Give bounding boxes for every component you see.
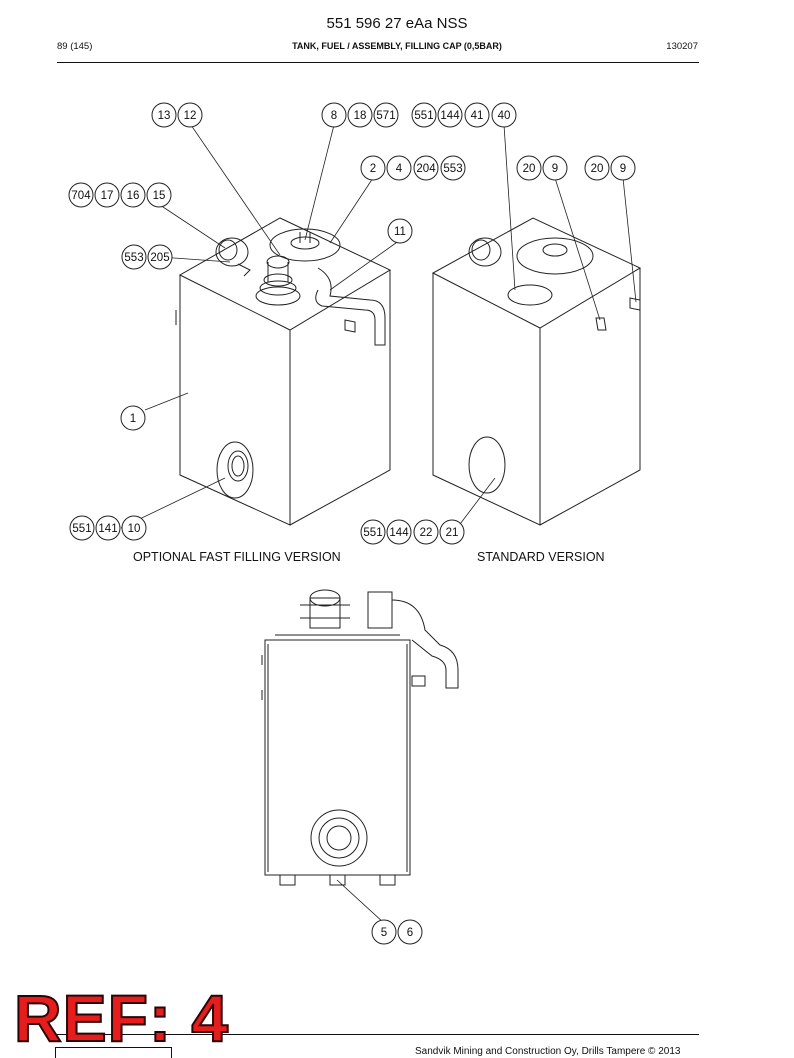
callout-13-12: 13 12: [151, 102, 203, 128]
svg-text:8: 8: [331, 110, 337, 122]
callout-8-18-571: 8 18 571: [321, 102, 399, 128]
part-number: 551 596 27 eAa NSS: [326, 15, 468, 32]
svg-text:204: 204: [416, 163, 436, 175]
svg-text:551: 551: [72, 523, 91, 535]
caption-standard-version: STANDARD VERSION: [477, 550, 605, 564]
svg-text:551: 551: [414, 110, 433, 122]
svg-text:10: 10: [128, 523, 141, 535]
callout-551-144-41-40: 551 144 41 40: [411, 102, 517, 128]
svg-text:704: 704: [71, 190, 91, 202]
svg-text:2: 2: [370, 163, 376, 175]
caption-optional-fast-filling: OPTIONAL FAST FILLING VERSION: [133, 550, 341, 564]
page-title: TANK, FUEL / ASSEMBLY, FILLING CAP (0,5B…: [292, 41, 502, 51]
callout-1: 1: [120, 405, 146, 431]
svg-text:6: 6: [407, 927, 413, 939]
callout-5-6: 5 6: [371, 919, 423, 945]
footer-rule: [57, 1034, 699, 1035]
svg-text:18: 18: [354, 110, 367, 122]
svg-text:41: 41: [471, 110, 484, 122]
leader-lines: [120, 124, 637, 924]
svg-text:5: 5: [381, 927, 387, 939]
standard-tank: [431, 217, 642, 526]
svg-text:20: 20: [591, 163, 604, 175]
ref-stamp: REF: 4: [13, 981, 230, 1055]
svg-text:15: 15: [153, 190, 166, 202]
svg-text:144: 144: [440, 110, 460, 122]
svg-text:22: 22: [420, 527, 433, 539]
callout-20-9-b: 20 9: [584, 155, 636, 181]
svg-text:553: 553: [443, 163, 462, 175]
svg-text:13: 13: [158, 110, 171, 122]
svg-text:4: 4: [396, 163, 403, 175]
fast-filling-tank: [175, 217, 392, 526]
side-view-tank: [261, 589, 459, 886]
callout-704-17-16-15: 704 17 16 15: [68, 182, 172, 208]
svg-text:141: 141: [98, 523, 117, 535]
svg-text:16: 16: [127, 190, 140, 202]
svg-text:40: 40: [498, 110, 511, 122]
document-date: 130207: [666, 41, 698, 52]
svg-text:553: 553: [124, 252, 143, 264]
callout-551-141-10: 551 141 10: [69, 515, 147, 541]
header-rule: [57, 62, 699, 63]
svg-text:9: 9: [552, 163, 558, 175]
svg-text:11: 11: [394, 226, 406, 238]
svg-text:551: 551: [363, 527, 382, 539]
callout-553-205: 553 205: [121, 244, 173, 270]
callout-551-144-22-21: 551 144 22 21: [360, 519, 465, 545]
callout-2-4-204-553: 2 4 204 553: [360, 155, 466, 181]
svg-text:1: 1: [130, 413, 136, 425]
svg-text:20: 20: [523, 163, 536, 175]
svg-text:9: 9: [620, 163, 626, 175]
svg-text:17: 17: [101, 190, 114, 202]
callout-20-9-a: 20 9: [516, 155, 568, 181]
svg-text:21: 21: [446, 527, 459, 539]
page-number: 89 (145): [57, 41, 93, 52]
svg-text:12: 12: [184, 110, 197, 122]
svg-text:144: 144: [389, 527, 409, 539]
svg-text:205: 205: [150, 252, 169, 264]
footer-copyright: Sandvik Mining and Construction Oy, Dril…: [415, 1046, 681, 1057]
svg-text:571: 571: [376, 110, 395, 122]
callout-11: 11: [387, 218, 413, 244]
